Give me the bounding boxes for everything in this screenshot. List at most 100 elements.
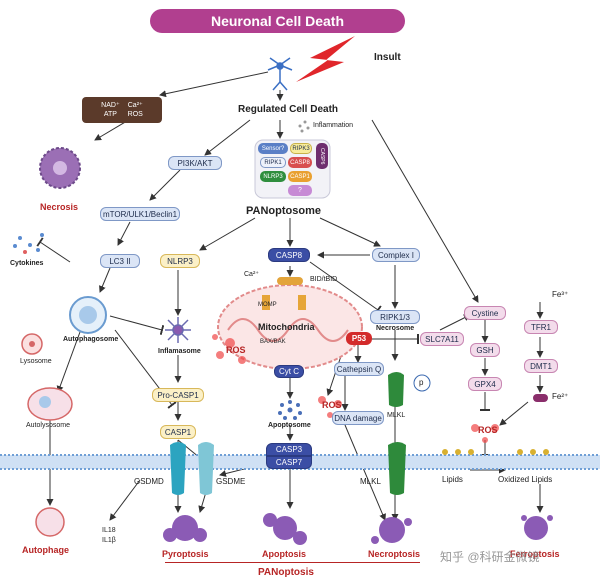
inflammation-icon [298, 120, 310, 133]
oxidized-lipids-icon [517, 449, 549, 455]
ripk13-box: RIPK1/3 [370, 310, 420, 324]
gsdme-pore-icon [198, 442, 214, 495]
lipids-label: Lipids [442, 475, 463, 484]
cystine-box: Cystine [464, 306, 506, 320]
neuron-icon [267, 57, 293, 91]
insult-label: Insult [374, 52, 401, 63]
gsh-box: GSH [470, 343, 500, 357]
gsdmd-pore-icon [170, 442, 186, 495]
cytokines-label: Cytokines [10, 260, 44, 267]
baxbak-label: BAX/BAK [260, 339, 286, 345]
pyroptosis-label: Pyroptosis [162, 549, 209, 559]
baxbak-icon-left [262, 295, 270, 310]
panoptosome-label: PANoptosome [246, 205, 321, 217]
mlkl-pore-icon [388, 442, 406, 495]
autolysosome-label: Autolysosome [26, 422, 70, 429]
casp8-box: CASP8 [268, 248, 310, 262]
lipids-icon [442, 449, 474, 455]
casp3-box: CASP3 [266, 443, 312, 456]
ripk1-pill: RIPK1 [260, 157, 286, 168]
gsdme-label: GSDME [216, 477, 246, 486]
casp7-box: CASP7 [266, 456, 312, 469]
casp8-pill: CASP8 [288, 157, 312, 168]
sensor-pill: Sensor? [258, 143, 288, 154]
il1b-label: IL1β [102, 537, 116, 544]
nlrp3-pill: NLRP3 [260, 171, 286, 182]
inflamasome-icon [165, 317, 191, 343]
bid-label: BID/tBID [310, 276, 338, 283]
ros-glow-ferro [471, 424, 499, 443]
lysosome-label: Lysosome [20, 358, 52, 365]
ros-glow-mito [212, 334, 246, 364]
gpx4-box: GPX4 [468, 377, 502, 391]
casp1-box: CASP1 [160, 425, 196, 439]
ion-box-right: Ca²⁺ROS [127, 102, 143, 118]
dna-damage-box: DNA damage [332, 411, 384, 425]
phospho-icon [413, 374, 431, 392]
ros-mid-label: ROS [322, 400, 342, 410]
bid-icon [277, 277, 303, 285]
lc3-box: LC3 II [100, 254, 140, 268]
mlkl-upper-icon [388, 372, 404, 407]
mlkl-upper-label: MLKL [387, 412, 406, 419]
phospho-label: p [419, 378, 424, 387]
necrosis-label: Necrosis [40, 202, 79, 212]
cathepsin-box: Cathepsin Q [334, 362, 384, 376]
ion-box: NAD⁺ATP Ca²⁺ROS [82, 97, 162, 123]
apoptosome-icon [278, 400, 302, 420]
momp-label: MOMP [258, 302, 277, 308]
complex1-box: Complex I [372, 248, 420, 262]
unknown-pill: ? [288, 185, 312, 196]
cytc-box: Cyt C [274, 365, 304, 378]
panoptosis-underline [165, 562, 420, 563]
ros-ferro-label: ROS [478, 425, 498, 435]
nlrp3-box: NLRP3 [160, 254, 200, 268]
apoptosis-label: Apoptosis [262, 549, 306, 559]
casp6-pill: CASP6 [316, 143, 328, 169]
mitochondria-label: Mitochondria [258, 322, 315, 332]
p53-box: P53 [346, 332, 372, 345]
ferroptosis-label: Ferroptosis [510, 549, 560, 559]
ripk3-pill: RIPK3 [290, 143, 312, 154]
autophage-cell-icon [35, 507, 65, 537]
ion-box-left: NAD⁺ATP [101, 102, 120, 118]
watermark: 知乎 @科研金微镜 [440, 550, 540, 564]
lightning-icon [296, 36, 355, 82]
baxbak-icon-right [298, 295, 306, 310]
dmt1-box: DMT1 [524, 359, 558, 373]
panoptosome-complex-bg [254, 139, 331, 199]
ca2-label: Ca²⁺ [244, 271, 259, 278]
casp1-pill: CASP1 [288, 171, 312, 182]
fe3-label: Fe³⁺ [552, 290, 569, 299]
regulated-cell-death-label: Regulated Cell Death [238, 104, 339, 115]
slc7a11-box: SLC7A11 [420, 332, 464, 346]
gsdmd-label: GSDMD [134, 477, 164, 486]
fe2-label: Fe²⁺ [552, 392, 569, 401]
mtor-box: mTOR/ULK1/Beclin1 [100, 207, 180, 221]
ros-mito-label: ROS [226, 345, 246, 355]
page-title: Neuronal Cell Death [150, 9, 405, 33]
procasp1-box: Pro-CASP1 [152, 388, 204, 402]
tfr1-box: TFR1 [524, 320, 558, 334]
necrosome-label: Necrosome [376, 325, 415, 332]
autophage-label: Autophage [22, 545, 69, 555]
apoptosome-label: Apoptosome [268, 422, 311, 429]
ros-glow-mid [318, 396, 342, 418]
inflamasome-label: Inflamasome [158, 348, 201, 355]
autophagosome-label: Autophagosome [63, 336, 119, 343]
ferroptosis-cell-icon [521, 515, 553, 540]
pi3k-box: PI3K/AKT [168, 156, 222, 170]
pyroptosis-cell-icon [163, 515, 207, 542]
inflammation-label: Inflammation [313, 122, 354, 129]
apoptosis-cell-icon [263, 513, 307, 545]
cytokines-icon [13, 233, 44, 254]
fe2-icon [533, 394, 548, 402]
oxidized-lipids-label: Oxidized Lipids [498, 475, 553, 484]
necroptosis-cell-icon [371, 517, 412, 544]
necroptosis-label: Necroptosis [368, 549, 421, 559]
mlkl-label: MLKL [360, 477, 381, 486]
panoptosis-footer-label: PANoptosis [258, 567, 314, 578]
il18-label: IL18 [102, 527, 116, 534]
